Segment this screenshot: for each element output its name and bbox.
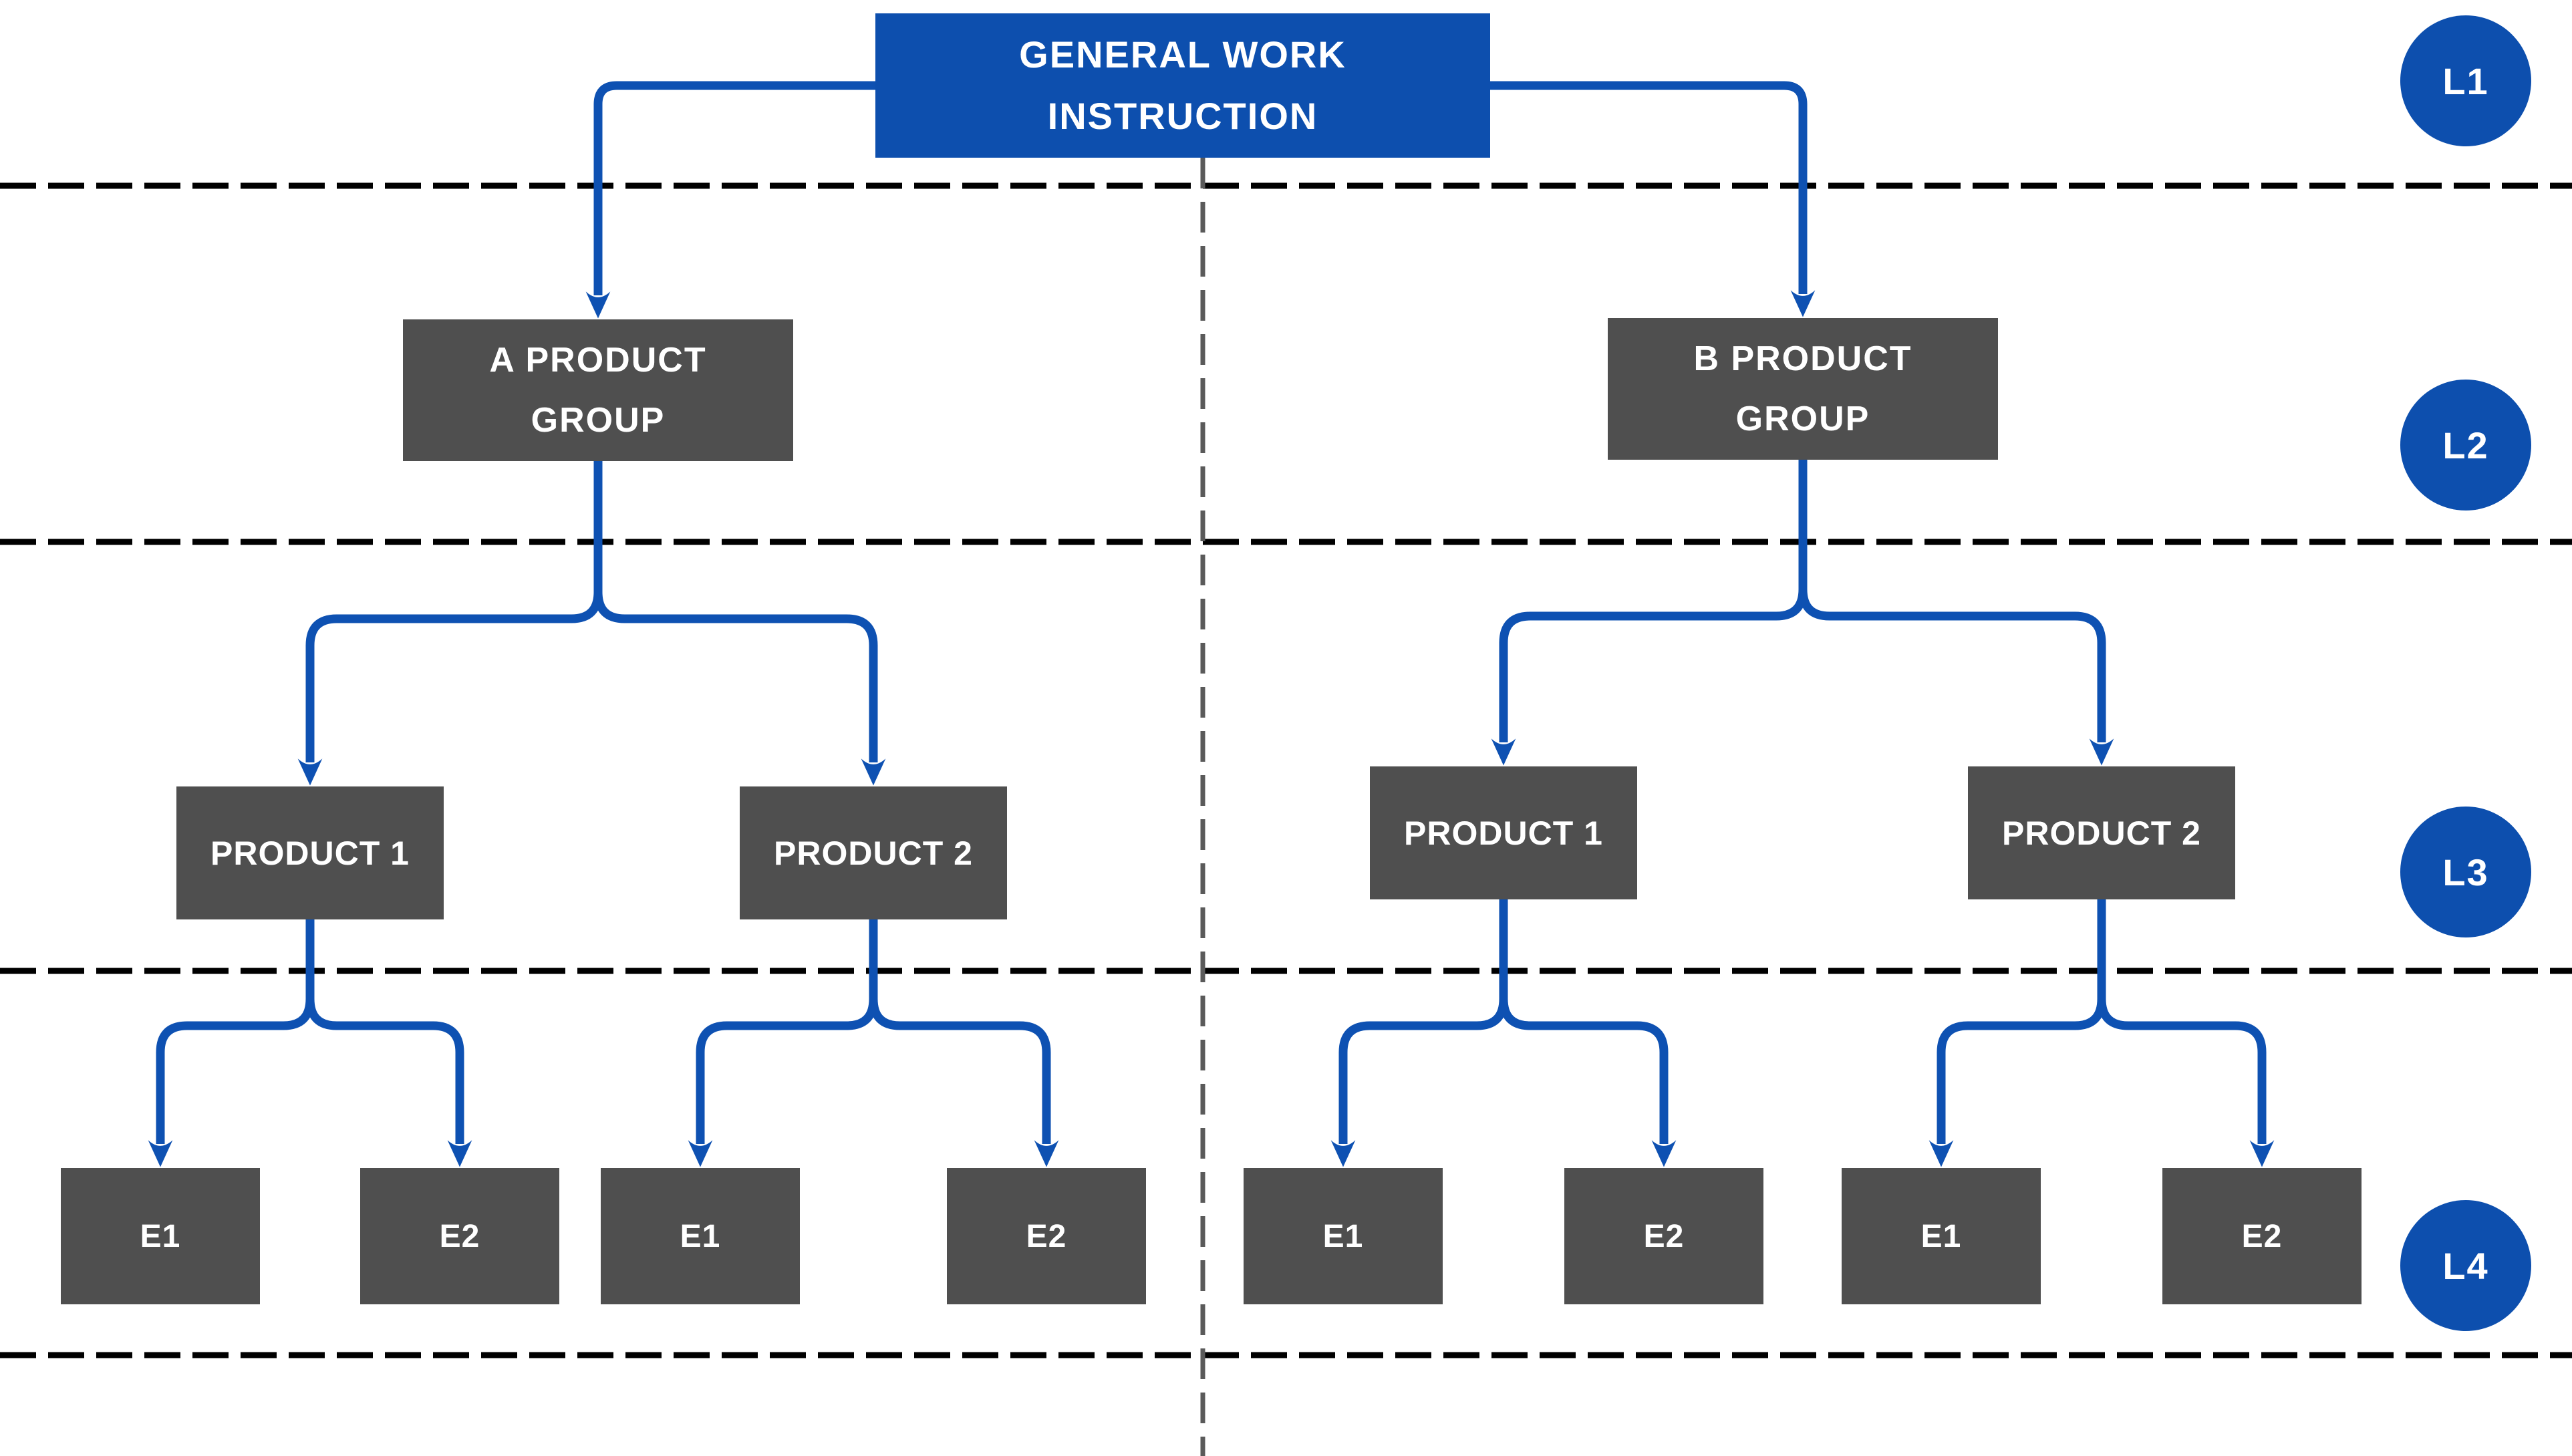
group-box-b-label: B PRODUCT GROUP [1693, 339, 1912, 438]
element-box-b1-e2: E2 [1564, 1168, 1763, 1304]
connector-b-product-2-to-e2 [2097, 899, 2275, 1167]
connector-arrows [148, 81, 2275, 1167]
connector-group-b-to-product-1 [1491, 460, 1808, 766]
root-box: GENERAL WORK INSTRUCTION [875, 13, 1490, 158]
product-box-a2: PRODUCT 2 [740, 786, 1007, 919]
element-box-b1-e2-label: E2 [1643, 1218, 1685, 1254]
level-badge-l1: L1 [2400, 15, 2531, 146]
level-separator-lines [0, 182, 2572, 1358]
element-box-b2-e2: E2 [2162, 1168, 2362, 1304]
level-badge-l3-label: L3 [2442, 851, 2489, 893]
connector-a-product-1-to-e2 [305, 919, 472, 1167]
connector-b-product-2-to-e1 [1928, 899, 2106, 1167]
product-box-b2: PRODUCT 2 [1968, 766, 2235, 899]
connector-a-product-2-to-e2 [869, 919, 1059, 1167]
level-badge-l4: L4 [2400, 1200, 2531, 1331]
level-badge-l2: L2 [2400, 380, 2531, 511]
root-box-label: GENERAL WORK INSTRUCTION [1019, 33, 1346, 137]
connector-a-product-2-to-e1 [688, 919, 878, 1167]
element-box-a2-e2-label: E2 [1026, 1218, 1067, 1254]
element-box-b2-e1: E1 [1842, 1168, 2041, 1304]
group-box-a: A PRODUCT GROUP [403, 319, 793, 461]
element-box-b2-e2-label: E2 [2241, 1218, 2283, 1254]
element-box-a2-e2: E2 [947, 1168, 1146, 1304]
element-box-a1-e2: E2 [360, 1168, 559, 1304]
connector-group-a-to-product-1 [297, 461, 603, 786]
element-box-b2-e1-label: E1 [1920, 1218, 1962, 1254]
element-box-a2-e1: E1 [601, 1168, 800, 1304]
product-box-b2-label: PRODUCT 2 [2002, 814, 2201, 852]
element-box-a1-e1: E1 [61, 1168, 260, 1304]
group-box-b: B PRODUCT GROUP [1608, 318, 1998, 460]
level-badge-l3: L3 [2400, 807, 2531, 937]
connector-root-to-group-a [585, 81, 875, 319]
product-box-a1: PRODUCT 1 [176, 786, 444, 919]
product-box-a1-label: PRODUCT 1 [210, 834, 410, 872]
product-box-b1: PRODUCT 1 [1370, 766, 1637, 899]
connector-group-a-to-product-2 [593, 461, 886, 786]
level-badge-l1-label: L1 [2442, 59, 2489, 102]
element-box-b1-e1-label: E1 [1322, 1218, 1364, 1254]
element-box-a1-e2-label: E2 [439, 1218, 480, 1254]
connector-b-product-1-to-e2 [1499, 899, 1677, 1167]
connector-a-product-1-to-e1 [148, 919, 315, 1167]
element-box-b1-e1: E1 [1244, 1168, 1443, 1304]
product-box-a2-label: PRODUCT 2 [774, 834, 973, 872]
level-badge-l2-label: L2 [2442, 424, 2489, 466]
element-box-a2-e1-label: E1 [680, 1218, 721, 1254]
level-badge-l4-label: L4 [2442, 1244, 2489, 1287]
element-box-a1-e1-label: E1 [140, 1218, 181, 1254]
connector-b-product-1-to-e1 [1330, 899, 1508, 1167]
product-box-b1-label: PRODUCT 1 [1404, 814, 1603, 852]
group-box-a-label: A PRODUCT GROUP [489, 341, 707, 440]
connector-root-to-group-b [1490, 81, 1816, 317]
connector-group-b-to-product-2 [1798, 460, 2114, 766]
